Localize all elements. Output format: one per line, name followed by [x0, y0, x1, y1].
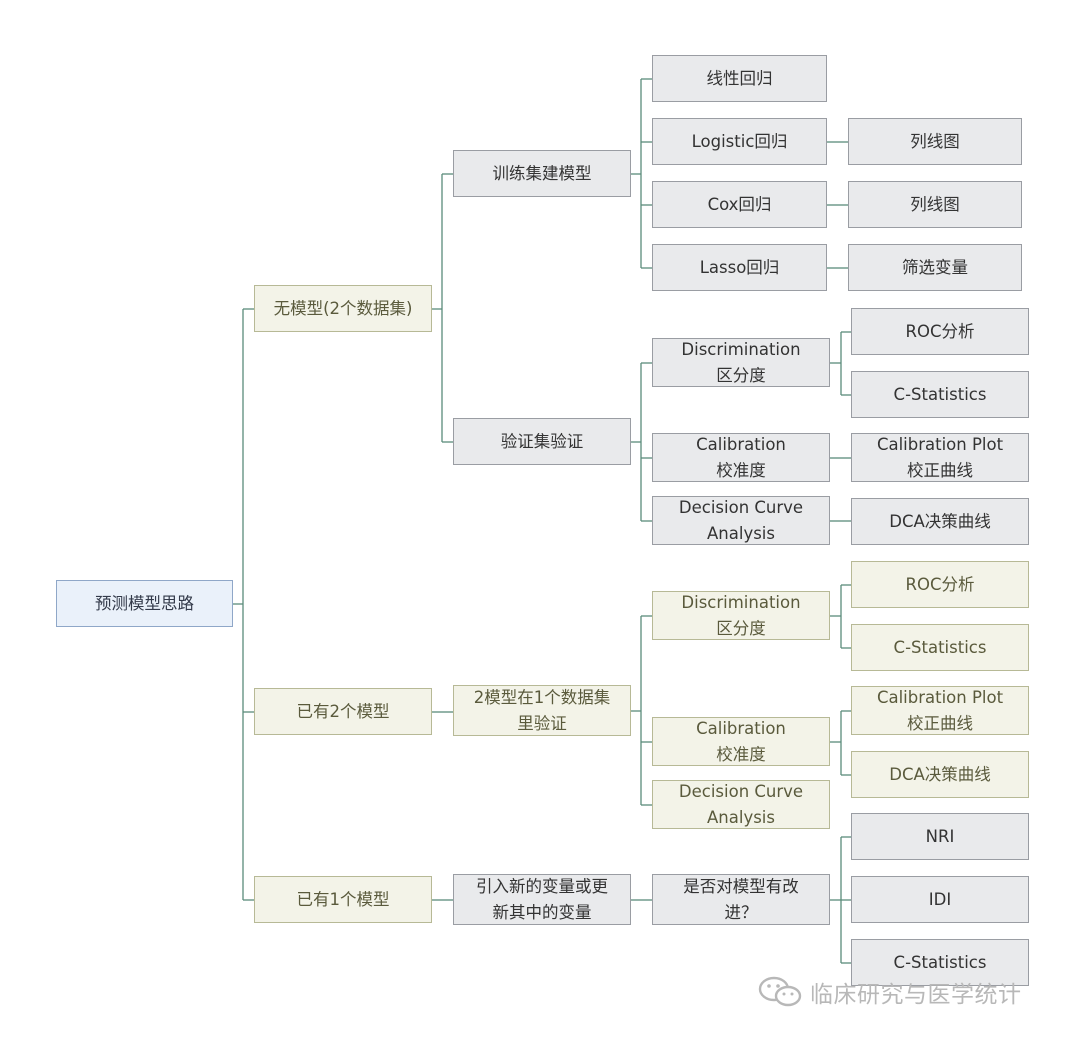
no-model-node: 无模型(2个数据集) — [254, 285, 432, 332]
have-1-model-node: 已有1个模型 — [254, 876, 432, 923]
watermark: 临床研究与医学统计 — [758, 974, 1022, 1010]
training-build-node: 训练集建模型 — [453, 150, 631, 197]
model-improved-question-node: 是否对模型有改 进？ — [652, 874, 830, 925]
discrimination-node: Discrimination 区分度 — [652, 338, 830, 387]
roc-analysis-node: ROC分析 — [851, 308, 1029, 355]
calibration-node: Calibration 校准度 — [652, 433, 830, 482]
watermark-text: 临床研究与医学统计 — [810, 982, 1022, 1008]
c-statistics-node: C-Statistics — [851, 939, 1029, 986]
decision-curve-node: Decision Curve Analysis — [652, 496, 830, 545]
c-statistics-node: C-Statistics — [851, 371, 1029, 418]
nri-node: NRI — [851, 813, 1029, 860]
two-models-validate-node: 2模型在1个数据集 里验证 — [453, 685, 631, 736]
idi-node: IDI — [851, 876, 1029, 923]
have-2-models-node: 已有2个模型 — [254, 688, 432, 735]
lasso-regression-node: Lasso回归 — [652, 244, 827, 291]
decision-curve-node: Decision Curve Analysis — [652, 780, 830, 829]
dca-curve-node: DCA决策曲线 — [851, 751, 1029, 798]
new-variable-node: 引入新的变量或更 新其中的变量 — [453, 874, 631, 925]
cox-regression-node: Cox回归 — [652, 181, 827, 228]
validation-set-node: 验证集验证 — [453, 418, 631, 465]
calibration-node: Calibration 校准度 — [652, 717, 830, 766]
nomogram-node: 列线图 — [848, 118, 1022, 165]
roc-analysis-node: ROC分析 — [851, 561, 1029, 608]
nomogram-node: 列线图 — [848, 181, 1022, 228]
wechat-icon — [758, 976, 802, 1007]
discrimination-node: Discrimination 区分度 — [652, 591, 830, 640]
root-node: 预测模型思路 — [56, 580, 233, 627]
calibration-plot-node: Calibration Plot 校正曲线 — [851, 686, 1029, 735]
linear-regression-node: 线性回归 — [652, 55, 827, 102]
calibration-plot-node: Calibration Plot 校正曲线 — [851, 433, 1029, 482]
c-statistics-node: C-Statistics — [851, 624, 1029, 671]
dca-curve-node: DCA决策曲线 — [851, 498, 1029, 545]
select-variables-node: 筛选变量 — [848, 244, 1022, 291]
logistic-regression-node: Logistic回归 — [652, 118, 827, 165]
